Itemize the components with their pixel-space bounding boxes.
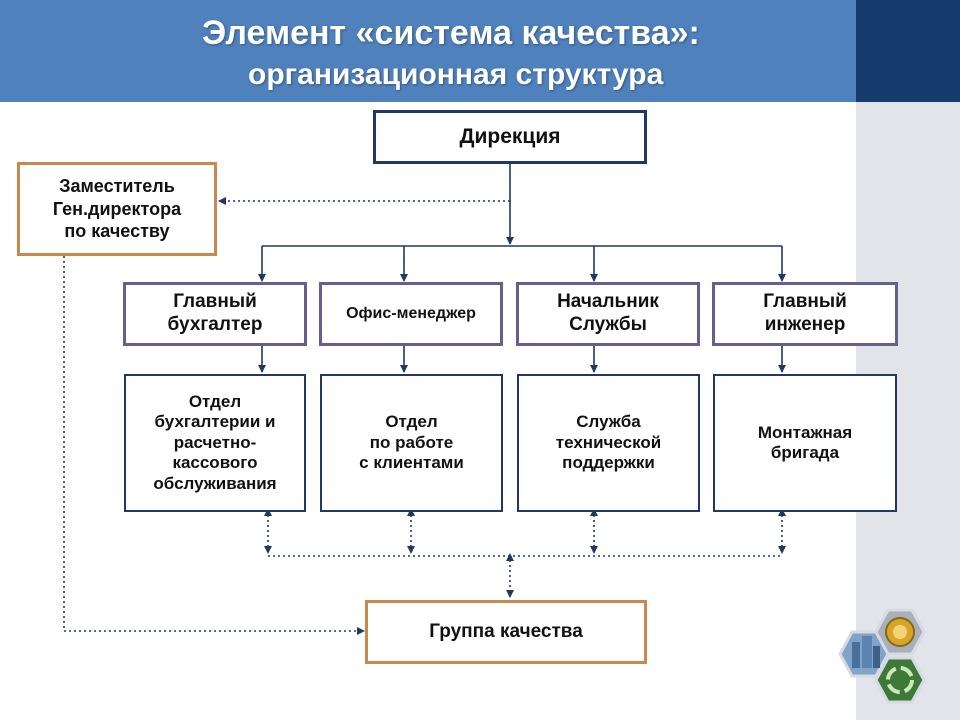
department-label: Служба технической поддержки bbox=[555, 412, 662, 473]
department-box-accounting: Отдел бухгалтерии и расчетно- кассового … bbox=[124, 374, 306, 512]
department-box-tech-support: Служба технической поддержки bbox=[517, 374, 700, 512]
manager-label: Начальник Службы bbox=[557, 291, 659, 335]
manager-box-chief-accountant: Главный бухгалтер bbox=[123, 282, 307, 346]
department-label: Отдел по работе с клиентами bbox=[359, 412, 464, 473]
manager-box-chief-engineer: Главный инженер bbox=[712, 282, 898, 346]
quality-group-box: Группа качества bbox=[365, 600, 647, 664]
slide-subtitle: организационная структура bbox=[248, 58, 664, 91]
manager-box-office-manager: Офис-менеджер bbox=[319, 282, 503, 346]
manager-label: Главный инженер bbox=[763, 291, 847, 335]
manager-label: Офис-менеджер bbox=[346, 305, 476, 323]
quality-group-label: Группа качества bbox=[429, 620, 583, 642]
deputy-to-quality-dotted-arrow bbox=[63, 256, 365, 635]
department-label: Отдел бухгалтерии и расчетно- кассового … bbox=[153, 392, 277, 493]
header-corner-block bbox=[856, 0, 960, 102]
directorate-label: Дирекция bbox=[459, 125, 561, 149]
department-box-installation-team: Монтажная бригада bbox=[713, 374, 897, 512]
company-logo-cluster bbox=[838, 608, 926, 704]
gear-coin-icon bbox=[874, 608, 926, 656]
recycle-icon bbox=[874, 656, 926, 704]
directorate-box: Дирекция bbox=[373, 110, 647, 164]
manager-label: Главный бухгалтер bbox=[167, 291, 263, 335]
manager-box-service-head: Начальник Службы bbox=[516, 282, 700, 346]
deputy-director-box: Заместитель Ген.директора по качеству bbox=[17, 162, 217, 256]
header-band bbox=[0, 0, 856, 102]
department-box-clients: Отдел по работе с клиентами bbox=[320, 374, 503, 512]
slide-title: Элемент «система качества»: bbox=[202, 14, 700, 52]
department-label: Монтажная бригада bbox=[757, 422, 853, 462]
deputy-director-label: Заместитель Ген.директора по качеству bbox=[52, 176, 182, 242]
